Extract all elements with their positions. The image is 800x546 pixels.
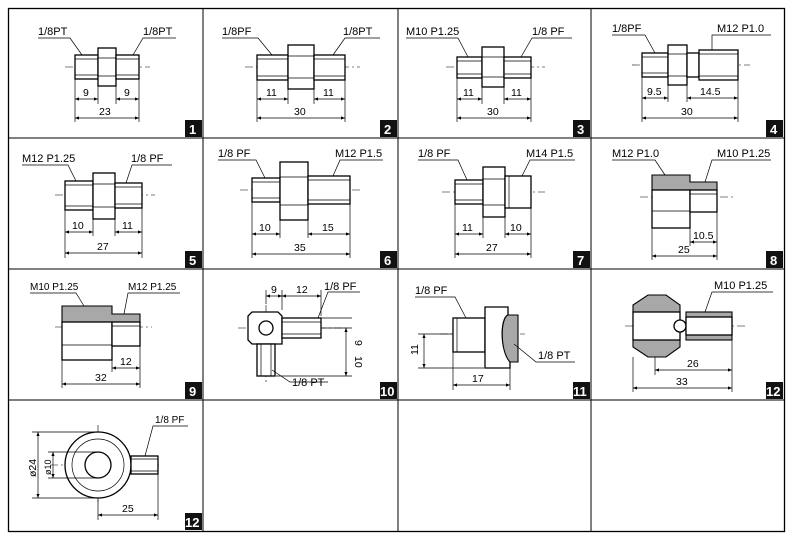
fitting-drawing-2: [222, 37, 380, 122]
cell-7-label-right: M14 P1.5: [526, 148, 573, 160]
cell-1-number-badge: 1: [189, 122, 196, 137]
cell-1-label-right: 1/8PT: [143, 26, 173, 38]
fitting-drawing-5: [22, 164, 172, 258]
cell-12b-dim-length: 25: [122, 503, 134, 515]
cell-10-dim-4: 10: [352, 356, 364, 368]
cell-3-dim-total: 30: [487, 106, 499, 118]
cell-3-dim-1: 11: [463, 87, 474, 99]
fitting-drawing-4: [612, 34, 771, 122]
cell-4-dim-total: 30: [681, 106, 693, 118]
cell-4-dim-2: 14.5: [700, 86, 721, 98]
cell-6-dim-2: 15: [322, 222, 334, 234]
cell-7-dim-2: 10: [510, 222, 522, 234]
cell-12a-dim-total: 33: [676, 376, 688, 388]
fitting-drawing-10: [238, 290, 360, 385]
cell-2-dim-1: 11: [266, 87, 277, 99]
cell-5-number-badge: 5: [189, 253, 196, 268]
cell-12b-dim-outer: ø24: [27, 459, 39, 477]
cell-8-label-right: M10 P1.25: [717, 148, 770, 160]
cell-8-label-left: M12 P1.0: [612, 148, 659, 160]
cell-12a-number-badge: 12: [766, 384, 780, 399]
cell-6-dim-total: 35: [294, 242, 306, 254]
cell-5-dim-1: 10: [72, 220, 84, 232]
cell-8-dim-1: 10.5: [693, 230, 714, 242]
cell-12b-label: 1/8 PF: [155, 415, 184, 426]
cell-11-label-pf: 1/8 PF: [415, 285, 448, 297]
cell-2-dim-total: 30: [294, 106, 306, 118]
cell-9-dim-total: 32: [95, 372, 107, 384]
fitting-drawing-12b: [32, 425, 188, 520]
fitting-drawing-6: [218, 159, 383, 258]
fitting-drawing-3: [406, 37, 572, 122]
cell-9-dim-1: 12: [120, 356, 132, 368]
cell-11-label-pt: 1/8 PT: [538, 350, 571, 362]
cell-5-dim-2: 11: [122, 220, 133, 232]
cell-2-number-badge: 2: [384, 122, 391, 137]
cell-7-dim-total: 27: [486, 242, 498, 254]
cell-12b-dim-inner: ø10: [43, 459, 53, 475]
cell-3-label-left: M10 P1.25: [406, 26, 459, 38]
cell-9-label-right: M12 P1.25: [128, 282, 177, 293]
cell-11-dim-1: 11: [409, 344, 421, 355]
cell-1-dim-1: 9: [83, 87, 89, 99]
cell-4-label-right: M12 P1.0: [717, 23, 764, 35]
cell-4-number-badge: 4: [770, 122, 778, 137]
cell-10-label-pf: 1/8 PF: [324, 281, 357, 293]
cell-9-label-left: M10 P1.25: [30, 282, 79, 293]
cell-2-dim-2: 11: [323, 87, 334, 99]
cell-3-number-badge: 3: [577, 122, 584, 137]
cell-12a-dim-1: 26: [687, 358, 699, 370]
cell-4-dim-1: 9.5: [647, 86, 662, 98]
cell-1-dim-2: 9: [124, 87, 130, 99]
fitting-drawing-9: [30, 292, 180, 388]
cell-2-label-right: 1/8PT: [343, 26, 373, 38]
cell-6-label-right: M12 P1.5: [335, 148, 382, 160]
fitting-drawing-11: [415, 296, 575, 390]
cell-9-number-badge: 9: [189, 384, 196, 399]
cell-10-dim-2: 12: [296, 284, 308, 296]
cell-10-dim-3: 9: [352, 340, 364, 346]
cell-10-dim-1: 9: [271, 284, 277, 296]
cell-11-dim-total: 17: [472, 373, 484, 385]
cell-7-dim-1: 11: [462, 222, 473, 234]
fitting-drawing-7: [418, 159, 575, 258]
cell-7-label-left: 1/8 PF: [418, 148, 451, 160]
cell-8-dim-total: 25: [678, 244, 690, 256]
cell-11-number-badge: 11: [573, 384, 587, 399]
cell-4-label-left: 1/8PF: [612, 23, 642, 35]
cell-10-number-badge: 10: [380, 384, 394, 399]
cell-7-number-badge: 7: [577, 253, 584, 268]
cell-5-dim-total: 27: [97, 241, 109, 253]
cell-6-label-left: 1/8 PF: [218, 148, 251, 160]
cell-5-label-right: 1/8 PF: [131, 153, 164, 165]
cell-3-label-right: 1/8 PF: [532, 26, 565, 38]
cell-6-number-badge: 6: [384, 253, 391, 268]
grid-frame: [7, 7, 786, 533]
cell-1-label-left: 1/8PT: [38, 26, 68, 38]
fitting-drawing-8: [612, 159, 771, 260]
cell-6-dim-1: 10: [259, 222, 271, 234]
cell-12b-number-badge: 12: [185, 515, 199, 530]
fitting-drawing-1: [38, 37, 176, 122]
cell-3-dim-2: 11: [511, 87, 522, 99]
cell-5-label-left: M12 P1.25: [22, 153, 75, 165]
cell-12a-label: M10 P1.25: [714, 280, 767, 292]
cell-8-number-badge: 8: [770, 253, 777, 268]
cell-2-label-left: 1/8PF: [222, 26, 252, 38]
fitting-drawing-12a: [625, 291, 773, 392]
cell-1-dim-total: 23: [99, 106, 111, 118]
cell-10-label-pt: 1/8 PT: [292, 377, 325, 389]
